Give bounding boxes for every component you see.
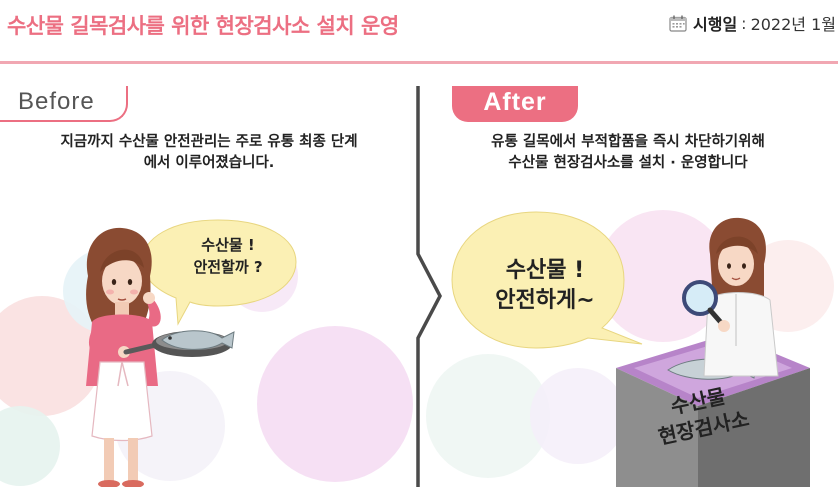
before-panel: Before 지금까지 수산물 안전관리는 주로 유통 최종 단계 에서 이루어… [0, 86, 418, 487]
after-bubble-line: 안전하게~ [495, 288, 595, 313]
inspector-figure [682, 217, 779, 377]
frying-pan-icon [123, 330, 235, 357]
after-bubble-line: 수산물 ! [505, 258, 585, 283]
before-bubble-line: 수산물 ! [201, 236, 255, 254]
date-value: 2022년 1월 [750, 15, 836, 34]
after-panel: After 유통 길목에서 부적합품을 즉시 차단하기위해 수산물 현장검사소를… [418, 86, 838, 487]
woman-figure [86, 227, 161, 487]
date-separator: : [741, 13, 747, 33]
after-illustration [426, 210, 834, 487]
before-caption: 지금까지 수산물 안전관리는 주로 유통 최종 단계 에서 이루어졌습니다. [0, 132, 418, 174]
date-info: 시행일 : 2022년 1월 [669, 11, 836, 35]
after-caption-line: 유통 길목에서 부적합품을 즉시 차단하기위해 [491, 134, 765, 150]
before-speech-bubble: 수산물 ! 안전할까 ? [168, 234, 288, 278]
before-illustration [0, 219, 413, 487]
calendar-icon [669, 15, 687, 32]
before-caption-line: 지금까지 수산물 안전관리는 주로 유통 최종 단계 [60, 134, 358, 150]
page-title: 수산물 길목검사를 위한 현장검사소 설치 운영 [7, 14, 399, 38]
after-tag: After [452, 86, 578, 122]
before-bubble-line: 안전할까 ? [193, 258, 263, 276]
after-tag-label: After [483, 88, 547, 116]
header-divider [0, 61, 838, 64]
before-tag: Before [0, 86, 128, 122]
after-caption-line: 수산물 현장검사소를 설치 · 운영합니다 [508, 155, 748, 171]
before-caption-line: 에서 이루어졌습니다. [143, 155, 275, 171]
date-label: 시행일 [693, 15, 738, 34]
after-speech-bubble: 수산물 ! 안전하게~ [480, 256, 610, 316]
after-caption: 유통 길목에서 부적합품을 즉시 차단하기위해 수산물 현장검사소를 설치 · … [418, 132, 838, 174]
page-header: 수산물 길목검사를 위한 현장검사소 설치 운영 시행일 : 2022년 1월 [0, 0, 838, 64]
before-tag-label: Before [18, 88, 95, 115]
